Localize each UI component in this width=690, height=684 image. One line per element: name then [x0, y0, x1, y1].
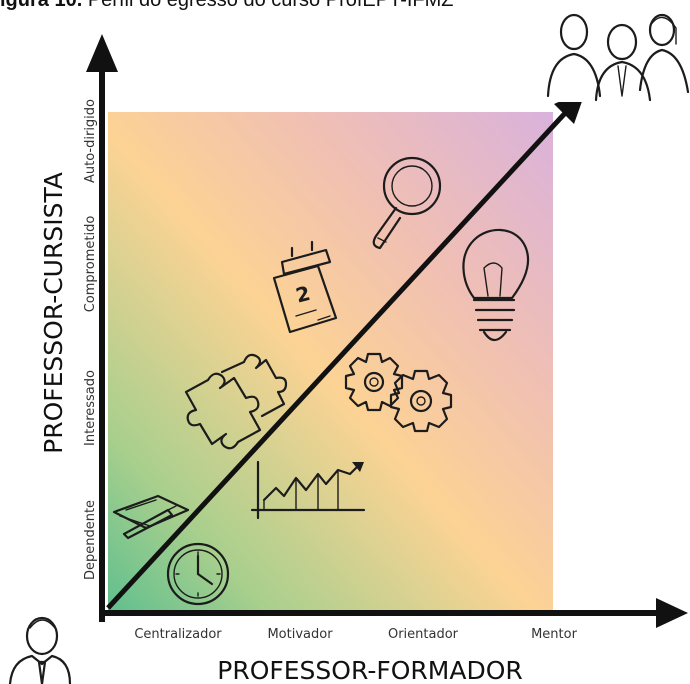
y-axis	[86, 34, 118, 622]
x-tick-mentor: Mentor	[531, 627, 578, 642]
x-tick-motivador: Motivador	[267, 627, 333, 642]
x-axis	[100, 598, 688, 628]
y-tick-dependente: Dependente	[83, 500, 98, 580]
x-tick-centralizador: Centralizador	[134, 627, 222, 642]
x-axis-title: PROFESSOR-FORMADOR	[217, 656, 523, 684]
teacher-figure-icon	[0, 612, 72, 684]
puzzle-icon	[184, 353, 288, 450]
light-bulb-icon	[462, 228, 530, 342]
svg-text:2: 2	[293, 281, 312, 308]
y-tick-auto-dirigido: Auto-dirigido	[83, 99, 98, 183]
figure-caption: igura 10. Perfil do egresso do curso Pro…	[0, 0, 454, 12]
calendar-icon: 2	[272, 240, 338, 334]
student-group-icon	[540, 8, 690, 102]
magnifying-glass-icon	[372, 156, 442, 250]
gears-icon	[344, 352, 453, 433]
notebook-pen-icon	[112, 494, 190, 540]
y-tick-interessado: Interessado	[83, 370, 98, 446]
figure-caption-text: Perfil do egresso do curso ProfEPT-IFMZ	[82, 0, 454, 11]
y-axis-arrowhead	[86, 34, 118, 72]
line-chart-icon	[250, 460, 366, 520]
y-axis-title: PROFESSOR-CURSISTA	[39, 172, 68, 454]
clock-icon	[166, 542, 230, 606]
x-axis-arrowhead	[656, 598, 688, 628]
figure-caption-label: igura 10.	[0, 0, 83, 11]
x-tick-orientador: Orientador	[388, 627, 459, 642]
y-tick-comprometido: Comprometido	[83, 216, 98, 313]
